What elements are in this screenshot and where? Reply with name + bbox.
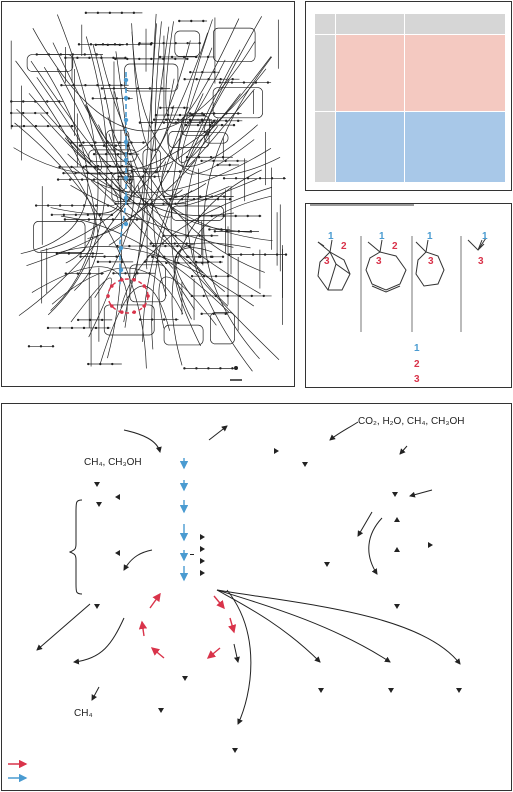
- table-cell-blue-2: [405, 112, 505, 182]
- pathway-diagram: [8, 421, 462, 783]
- atom-label: 3: [478, 256, 484, 267]
- legend-label-1: 1: [414, 343, 420, 354]
- red-cycle-arrows: [138, 592, 237, 659]
- metabolic-network-panel: [1, 1, 295, 387]
- table-divider: [315, 111, 505, 112]
- legend-label-3: 3: [414, 374, 420, 385]
- table-divider: [315, 34, 505, 35]
- blue-pathway: [118, 72, 129, 284]
- atom-label: 1: [427, 231, 433, 242]
- small-arrowheads: [94, 448, 462, 753]
- atom-label: 3: [324, 256, 330, 267]
- pathway-overview-panel: CO₂, H₂O, CH₄, CH₃OH CH₄, CH₃OH CH₄: [1, 403, 512, 791]
- table-cell-pink-2: [405, 35, 505, 111]
- atom-label: 1: [482, 231, 488, 242]
- network-nodes: [10, 11, 288, 370]
- structures-drawing: [310, 204, 487, 332]
- structure-3: [415, 239, 445, 287]
- metabolic-network-map: [10, 11, 288, 381]
- atom-label: 2: [392, 241, 398, 252]
- table-row-header-column: [315, 34, 335, 182]
- structure-4: [467, 237, 487, 251]
- molecular-structures-panel: 1 2 3 1 2 3 1 3 1 3 1 2 3: [305, 203, 512, 388]
- structure-2: [365, 239, 407, 293]
- brace: [68, 499, 83, 595]
- table-header-row: [315, 14, 505, 34]
- atom-label: 3: [428, 256, 434, 267]
- atom-label: 1: [379, 231, 385, 242]
- top-formula-label: CO₂, H₂O, CH₄, CH₃OH: [358, 416, 465, 427]
- left-formula-label: CH₄, CH₃OH: [84, 457, 142, 468]
- table-divider: [335, 14, 336, 182]
- legend-label-2: 2: [414, 359, 420, 370]
- bottom-formula-label: CH₄: [74, 708, 93, 719]
- table-cell-pink-1: [336, 35, 404, 111]
- table-cell-blue-1: [336, 112, 404, 182]
- table-divider: [404, 14, 405, 182]
- atom-label: 3: [376, 256, 382, 267]
- legend-arrows: [8, 759, 28, 783]
- legend-node-mark: [234, 366, 238, 370]
- atom-label: 2: [341, 241, 347, 252]
- classification-table: [315, 14, 505, 182]
- structure-1: [317, 239, 351, 291]
- atom-label: 1: [328, 231, 334, 242]
- red-cycle: [106, 278, 150, 314]
- classification-table-panel: [305, 1, 512, 191]
- network-lines: [10, 12, 286, 372]
- black-arrows: [36, 421, 461, 725]
